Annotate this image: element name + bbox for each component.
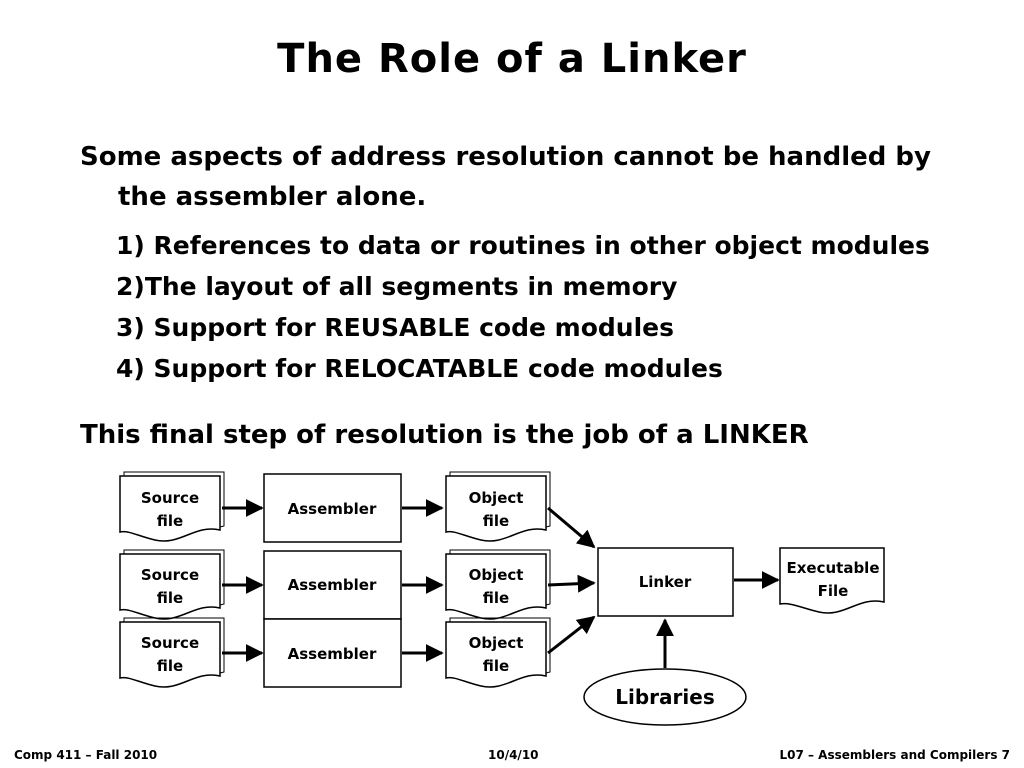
arrow [547, 574, 596, 593]
slide-title: The Role of a Linker [277, 36, 747, 82]
source-file-stack [123, 549, 225, 606]
object-file-label: file [483, 512, 509, 530]
object-file-stack [449, 549, 551, 606]
executable-file-label: Executable [786, 559, 879, 577]
source-file-label: Source [141, 489, 199, 507]
linker-label: Linker [639, 573, 692, 591]
diagram-row-3: Source file Assembler Object file [119, 617, 551, 688]
object-file-label: Object [469, 634, 524, 652]
assembler-box [263, 473, 402, 543]
assembler-label: Assembler [288, 645, 377, 663]
source-file-shape [119, 475, 221, 542]
footer-date: 10/4/10 [488, 748, 539, 762]
executable-file-label: File [818, 582, 849, 600]
point-item: 4) Support for RELOCATABLE code modules [116, 354, 723, 383]
object-file-shape [445, 621, 547, 688]
libraries-label: Libraries [615, 685, 714, 709]
source-file-shape [119, 621, 221, 688]
source-file-label: file [157, 512, 183, 530]
source-file-shape [119, 553, 221, 620]
assembler-label: Assembler [288, 576, 377, 594]
point-item: 1) References to data or routines in oth… [116, 231, 930, 260]
source-file-label: Source [141, 566, 199, 584]
points-list: 1) References to data or routines in oth… [116, 225, 930, 389]
diagram-row-1: Source file Assembler Object file [119, 471, 551, 543]
source-file-stack [123, 617, 225, 674]
assembler-label: Assembler [288, 500, 377, 518]
diagram-row-2: Source file Assembler Object file [119, 549, 551, 620]
conclusion-text: This final step of resolution is the job… [80, 420, 809, 450]
object-file-stack [449, 617, 551, 674]
arrow [547, 506, 596, 549]
object-file-shape [445, 553, 547, 620]
source-file-label: Source [141, 634, 199, 652]
linker-box [597, 547, 734, 617]
libraries-ellipse [583, 668, 747, 726]
point-item: 3) Support for REUSABLE code modules [116, 313, 674, 342]
footer-course: Comp 411 – Fall 2010 [14, 748, 158, 762]
object-file-stack [449, 471, 551, 528]
executable-file-shape [779, 547, 885, 614]
object-file-label: file [483, 589, 509, 607]
source-file-label: file [157, 589, 183, 607]
object-file-shape [445, 475, 547, 542]
arrow [547, 615, 596, 655]
source-file-stack [123, 471, 225, 528]
assembler-box [263, 618, 402, 688]
source-file-label: file [157, 657, 183, 675]
intro-text: Some aspects of address resolution canno… [80, 142, 931, 212]
object-file-label: Object [469, 566, 524, 584]
point-item: 2)The layout of all segments in memory [116, 272, 678, 301]
assembler-box [263, 550, 402, 620]
object-file-label: file [483, 657, 509, 675]
object-file-label: Object [469, 489, 524, 507]
footer-lecture: L07 – Assemblers and Compilers 7 [779, 748, 1010, 762]
